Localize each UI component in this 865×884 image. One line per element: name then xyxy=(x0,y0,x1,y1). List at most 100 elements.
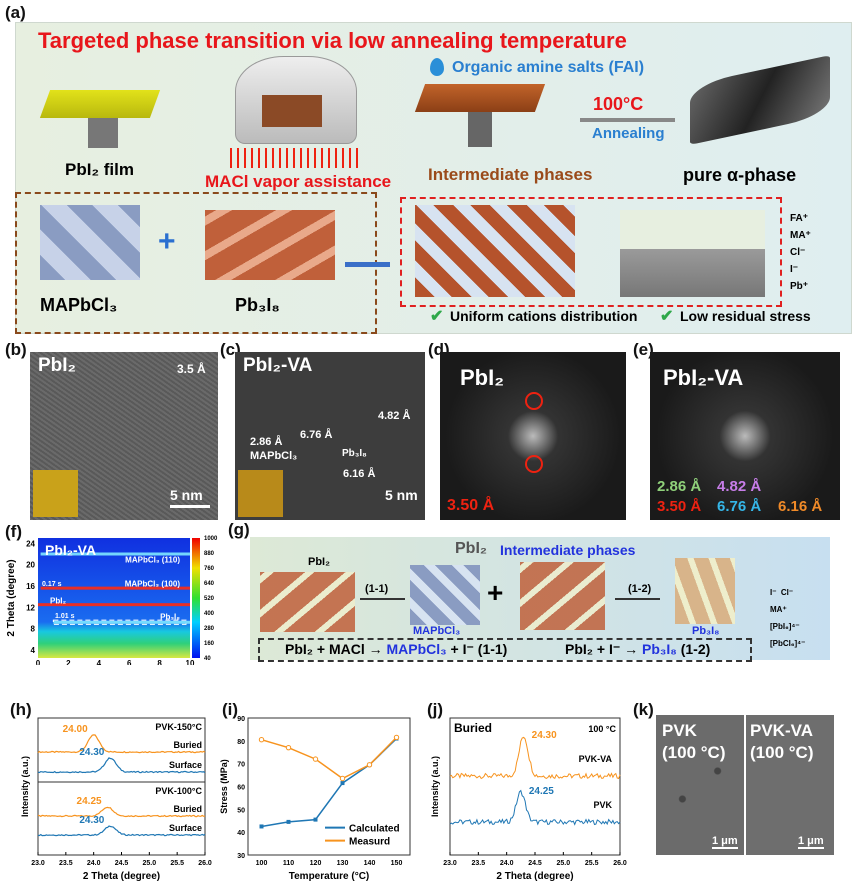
panel-c-phase2: Pb₃I₈ xyxy=(342,448,367,459)
x-tick: 23.0 xyxy=(443,860,457,867)
arrow-step1 xyxy=(360,598,405,600)
panel-a-title: Targeted phase transition via low anneal… xyxy=(38,28,627,53)
x-tick: 24.0 xyxy=(87,860,101,867)
mapbcl3-structure xyxy=(40,205,140,280)
colorbar xyxy=(192,538,200,658)
x-tick: 10 xyxy=(186,659,195,665)
peak-label: 24.30 xyxy=(79,747,104,758)
x-tick: 8 xyxy=(157,659,162,665)
x-tick: 4 xyxy=(97,659,102,665)
sem-left-title: PVK(100 °C) xyxy=(662,720,725,764)
equation-1: PbI₂ + MACl → MAPbCl₃ + I⁻ (1-1) xyxy=(285,641,507,658)
colorbar-tick: 520 xyxy=(204,596,215,602)
colorbar-tick: 880 xyxy=(204,551,215,557)
panel-j-label: (j) xyxy=(427,700,444,719)
series-line xyxy=(261,736,398,780)
panel-c-title: PbI₂-VA xyxy=(243,355,313,376)
legend-label: Calculated xyxy=(349,824,400,835)
series-line xyxy=(37,825,206,837)
stage-illustration xyxy=(88,118,118,148)
y-tick: 70 xyxy=(237,762,245,769)
panel-b-spacing: 3.5 Å xyxy=(177,362,206,376)
macl-vapor-label: MACl vapor assistance xyxy=(205,172,392,191)
legend-i: I⁻ xyxy=(790,264,799,275)
data-point xyxy=(339,775,346,782)
x-tick: 130 xyxy=(337,860,349,867)
panel-f-label: (f) xyxy=(5,522,22,541)
panel-d-title: PbI₂ xyxy=(460,365,504,390)
series-line xyxy=(37,806,206,818)
panel-e-label: (e) xyxy=(633,340,654,359)
mapbcl3-structure xyxy=(410,565,480,625)
eq1-rest: + I⁻ (1-1) xyxy=(450,641,508,657)
check2-label: Low residual stress xyxy=(680,308,811,324)
x-axis-label: 2 Theta (degree) xyxy=(83,871,160,882)
organic-salts-label: Organic amine salts (FAI) xyxy=(452,59,645,76)
panel-c-scale: 5 nm xyxy=(385,487,418,503)
series-line xyxy=(37,757,206,774)
heat-waves-icon xyxy=(230,148,360,168)
y-tick: 8 xyxy=(31,625,36,634)
series-label: Buried xyxy=(173,740,202,750)
x-tick: 25.0 xyxy=(143,860,157,867)
intermediate-label: Intermediate phases xyxy=(428,165,593,184)
chart-title: Buried xyxy=(454,721,492,735)
x-tick: 25.0 xyxy=(557,860,571,867)
data-point xyxy=(258,736,265,743)
panel-k-label: (k) xyxy=(633,700,654,719)
droplet-icon xyxy=(430,58,444,76)
heatmap-band xyxy=(38,603,190,607)
series-line xyxy=(449,789,621,826)
annotation: MAPbCl₃ (100) xyxy=(125,579,181,588)
legend-ma: MA⁺ xyxy=(770,605,787,614)
series-label: PVK xyxy=(593,800,612,810)
y-tick: 20 xyxy=(26,561,35,570)
x-tick: 100 xyxy=(256,860,268,867)
legend-pb: Pb⁺ xyxy=(790,281,809,292)
film-photo-inset xyxy=(33,470,78,517)
x-tick: 24.5 xyxy=(528,860,542,867)
x-tick: 25.5 xyxy=(170,860,184,867)
colorbar-tick: 280 xyxy=(204,626,215,632)
eq1-left: PbI₂ + MACl → xyxy=(285,641,383,657)
annotation: PbI₂ xyxy=(50,596,66,605)
x-tick: 150 xyxy=(391,860,403,867)
panel-c-d1: 6.76 Å xyxy=(300,429,333,441)
series-label: Buried xyxy=(173,804,202,814)
series-line xyxy=(261,738,398,828)
series-line xyxy=(37,734,206,754)
group-title: PVK-150°C xyxy=(155,722,202,732)
data-point xyxy=(286,819,291,824)
series-label: PVK-VA xyxy=(579,754,613,764)
heatmap-background xyxy=(38,538,190,658)
panel-g-header-b: Intermediate phases xyxy=(500,542,636,558)
peak-label: 24.30 xyxy=(79,815,104,826)
heatmap-band xyxy=(40,586,190,590)
sem-left-scale: 1 μm xyxy=(712,835,738,849)
x-tick: 6 xyxy=(127,659,132,665)
pbi2-structure xyxy=(520,562,605,630)
panel-h-label: (h) xyxy=(10,700,32,719)
xrd-depth-chart: PVK-150°CBuried24.00Surface24.30PVK-100°… xyxy=(20,717,212,882)
annotation: Pb₃I₈ xyxy=(160,612,180,621)
colorbar-tick: 400 xyxy=(204,611,215,617)
y-axis-label: Stress (MPa) xyxy=(219,759,229,814)
step2-label: (1-2) xyxy=(628,583,652,595)
data-point xyxy=(366,762,373,768)
scale-bar xyxy=(170,505,210,508)
plus-icon: + xyxy=(158,225,176,258)
x-tick: 24.0 xyxy=(500,860,514,867)
y-tick: 24 xyxy=(26,539,35,548)
x-tick: 110 xyxy=(283,860,294,867)
eq2-product: Pb₃I₈ xyxy=(642,641,677,657)
panel-g-header-a: PbI₂ xyxy=(455,540,487,557)
legend-cl: Cl⁻ xyxy=(790,247,806,258)
y-tick: 80 xyxy=(237,739,245,746)
panel-e-s5: 6.16 Å xyxy=(778,498,823,515)
stress-lattice-illustration xyxy=(620,210,765,297)
panel-b-title: PbI₂ xyxy=(38,355,76,376)
spin-stage xyxy=(468,112,492,147)
panel-c-phase1: MAPbCl₃ xyxy=(250,450,298,462)
